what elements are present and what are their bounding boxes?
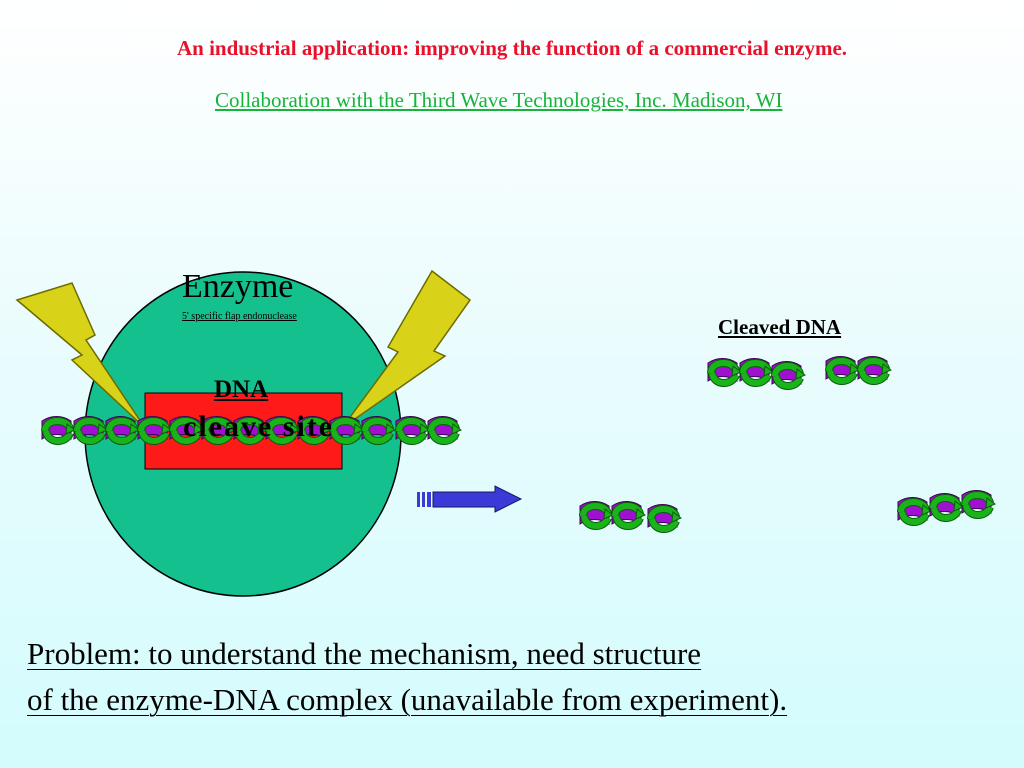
lightning-bolt-icon bbox=[15, 282, 146, 429]
enzyme-sublabel: 5' specific flap endonuclease bbox=[182, 311, 297, 322]
collaboration-subtitle: Collaboration with the Third Wave Techno… bbox=[215, 88, 783, 112]
right-arrow-icon bbox=[417, 485, 523, 513]
problem-statement-line-1: Problem: to understand the mechanism, ne… bbox=[27, 636, 702, 671]
dna-label: DNA bbox=[214, 376, 269, 403]
enzyme-label: Enzyme bbox=[182, 268, 294, 305]
cleaved-dna-label: Cleaved DNA bbox=[718, 315, 842, 339]
dna-helix-icon bbox=[708, 357, 891, 387]
dna-helix-icon bbox=[580, 502, 681, 530]
problem-statement-line-2: of the enzyme-DNA complex (unavailable f… bbox=[27, 682, 788, 717]
cleave-site-label: cleave site bbox=[183, 410, 335, 443]
dna-helix-icon bbox=[898, 491, 995, 523]
slide-title: An industrial application: improving the… bbox=[176, 36, 848, 60]
lightning-bolt-icon bbox=[341, 269, 472, 429]
